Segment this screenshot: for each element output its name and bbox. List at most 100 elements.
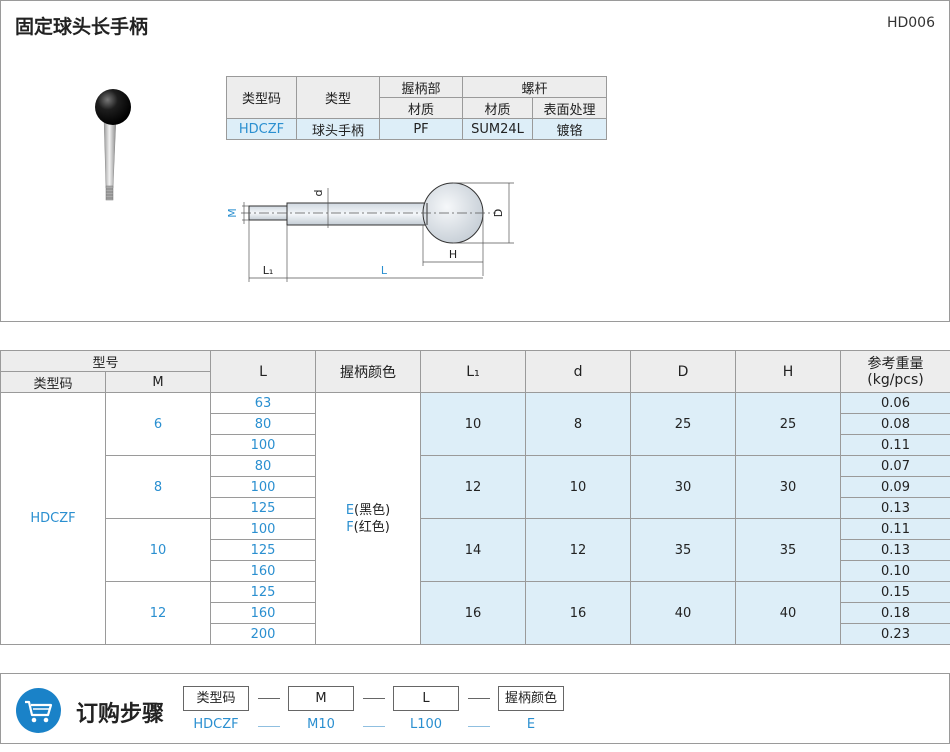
val-type: 球头手柄 — [296, 118, 380, 140]
head-weight: 参考重量 (kg/pcs) — [840, 350, 950, 393]
val-grip-material: PF — [379, 118, 463, 140]
cart-icon — [16, 688, 61, 733]
cell-big-d: 30 — [630, 455, 737, 519]
table-row: 200 0.23 — [1, 623, 950, 645]
cell-type-code: HDCZF — [0, 392, 106, 645]
product-panel: 固定球头长手柄 HD006 类型码 类型 握柄部 — [0, 0, 950, 322]
cell-big-d: 35 — [630, 518, 737, 582]
cell-l: 100 — [210, 476, 317, 498]
cell-l1: 10 — [420, 392, 527, 456]
head-d: d — [525, 350, 632, 393]
order-example-l: L100 — [409, 717, 443, 732]
head-l: L — [210, 350, 317, 393]
order-example-m: M10 — [307, 717, 335, 732]
color-e-text: (黑色) — [354, 502, 391, 518]
cell-weight: 0.09 — [840, 476, 950, 498]
cell-weight: 0.15 — [840, 581, 950, 603]
dimension-drawing: M d D H L₁ L — [226, 182, 514, 282]
cell-l: 80 — [210, 413, 317, 435]
head-screw-material: 材质 — [462, 97, 533, 119]
val-screw-material: SUM24L — [462, 118, 533, 140]
cell-weight: 0.10 — [840, 560, 950, 582]
dim-label-l1: L₁ — [263, 264, 274, 277]
cell-d: 12 — [525, 518, 632, 582]
cell-weight: 0.07 — [840, 455, 950, 477]
cell-m: 8 — [104, 455, 212, 519]
dim-label-d: d — [312, 190, 325, 197]
material-table: 类型码 类型 握柄部 螺杆 材质 材质 表面处理 HDCZF 球头手柄 PF S… — [226, 76, 607, 140]
order-panel: 订购步骤 类型码 M L 握柄颜色 HDCZF M10 L100 E — [0, 673, 950, 744]
dim-label-l: L — [381, 264, 388, 277]
cell-h: 30 — [735, 455, 842, 519]
cell-l: 160 — [210, 602, 317, 624]
head-model: 型号 — [0, 350, 212, 372]
dim-label-big-d: D — [492, 209, 505, 217]
cell-weight: 0.13 — [840, 539, 950, 561]
head-type: 类型 — [296, 76, 380, 119]
head-grip-material: 材质 — [379, 97, 463, 119]
order-example-type-code: HDCZF — [193, 717, 239, 732]
cell-m: 6 — [104, 392, 212, 456]
cell-l1: 16 — [420, 581, 527, 645]
cell-m: 12 — [104, 581, 212, 645]
cell-big-d: 25 — [630, 392, 737, 456]
head-m: M — [104, 371, 212, 393]
cell-weight: 0.11 — [840, 518, 950, 540]
cell-h: 40 — [735, 581, 842, 645]
cell-l: 80 — [210, 455, 317, 477]
cell-l: 200 — [210, 623, 317, 645]
head-surface: 表面处理 — [532, 97, 607, 119]
cell-m: 10 — [104, 518, 212, 582]
cell-weight: 0.08 — [840, 413, 950, 435]
order-example-color: E — [526, 717, 536, 732]
dim-label-h: H — [449, 248, 457, 261]
product-photo — [95, 89, 131, 201]
cell-weight: 0.11 — [840, 434, 950, 456]
color-f-text: (红色) — [353, 519, 390, 535]
head-l1: L₁ — [420, 350, 527, 393]
cell-weight: 0.18 — [840, 602, 950, 624]
cell-big-d: 40 — [630, 581, 737, 645]
head-h: H — [735, 350, 842, 393]
cell-weight: 0.06 — [840, 392, 950, 414]
dim-label-m: M — [226, 208, 239, 218]
cell-weight: 0.13 — [840, 497, 950, 519]
head-screw: 螺杆 — [462, 76, 607, 98]
head-color: 握柄颜色 — [315, 350, 422, 393]
head-type-code: 类型码 — [226, 76, 297, 119]
cell-h: 35 — [735, 518, 842, 582]
color-e-code: E — [345, 502, 355, 518]
head-grip: 握柄部 — [379, 76, 463, 98]
cell-l: 100 — [210, 434, 317, 456]
cell-weight: 0.23 — [840, 623, 950, 645]
cell-d: 16 — [525, 581, 632, 645]
val-type-code: HDCZF — [226, 118, 297, 140]
head-type-code: 类型码 — [0, 371, 106, 393]
cell-l: 125 — [210, 497, 317, 519]
page-title: 固定球头长手柄 — [15, 16, 149, 38]
color-f-code: F — [346, 519, 354, 535]
val-surface: 镀铬 — [532, 118, 607, 140]
head-big-d: D — [630, 350, 737, 393]
cell-color: E(黑色)F(红色) — [315, 392, 422, 645]
cell-l: 125 — [210, 539, 317, 561]
order-step-type-code: 类型码 — [183, 686, 249, 711]
table-row: 125 0.13 — [1, 539, 950, 561]
order-title: 订购步骤 — [76, 702, 165, 727]
cell-l1: 14 — [420, 518, 527, 582]
order-step-l: L — [393, 686, 459, 711]
table-row: 160 0.18 — [1, 602, 950, 624]
order-step-color: 握柄颜色 — [498, 686, 564, 711]
cell-l1: 12 — [420, 455, 527, 519]
product-code: HD006 — [886, 15, 935, 31]
cell-d: 10 — [525, 455, 632, 519]
cell-d: 8 — [525, 392, 632, 456]
table-row: 100 0.09 — [1, 476, 950, 498]
